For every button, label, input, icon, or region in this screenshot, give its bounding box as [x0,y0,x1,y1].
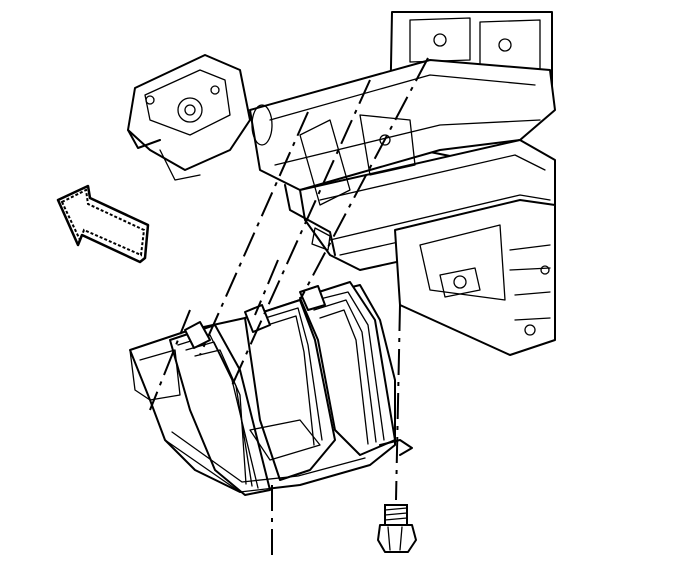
alignment-lines [149,57,429,555]
frame-rail [249,59,556,191]
front-direction-arrow-icon [56,184,150,264]
motor-mount-bracket-upper [127,54,251,181]
transmission-housing [394,199,556,356]
shield-bracket-assembly [129,281,413,496]
mounting-bolt [377,504,417,553]
